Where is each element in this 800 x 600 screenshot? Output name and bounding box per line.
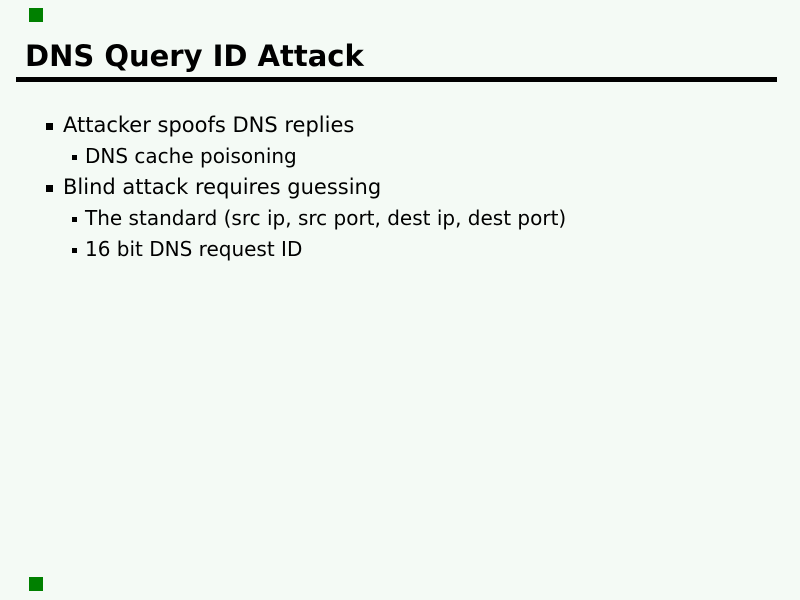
bullet-text: Blind attack requires guessing [63,175,382,199]
green-square-marker-top [29,8,43,22]
bullet-square-icon [46,123,53,130]
sub-bullet-text: 16 bit DNS request ID [85,237,303,261]
sub-bullet-square-icon [72,155,77,160]
title-underline [16,77,777,82]
sub-bullet-square-icon [72,217,77,222]
sub-bullet-item: 16 bit DNS request ID [0,234,800,265]
green-square-marker-bottom [29,577,43,591]
sub-bullet-square-icon [72,248,77,253]
slide-title: DNS Query ID Attack [25,39,364,73]
bullet-item: Attacker spoofs DNS replies [0,110,800,141]
sub-bullet-text: The standard (src ip, src port, dest ip,… [85,206,567,230]
bullet-item: Blind attack requires guessing [0,172,800,203]
bullet-list: Attacker spoofs DNS replies DNS cache po… [0,110,800,265]
sub-bullet-item: DNS cache poisoning [0,141,800,172]
bullet-text: Attacker spoofs DNS replies [63,113,355,137]
sub-bullet-item: The standard (src ip, src port, dest ip,… [0,203,800,234]
bullet-square-icon [46,185,53,192]
sub-bullet-text: DNS cache poisoning [85,144,297,168]
